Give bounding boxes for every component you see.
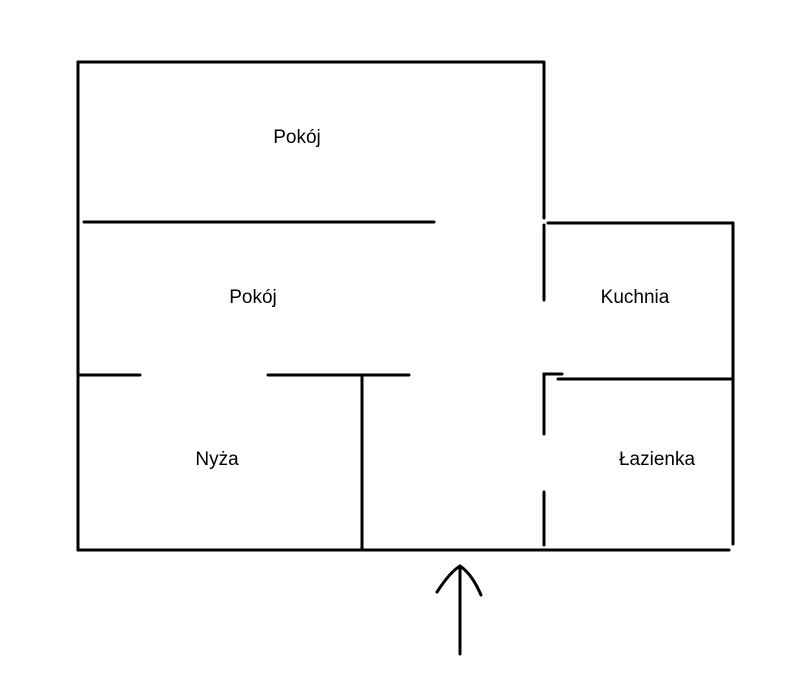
arrow-up-icon (435, 564, 483, 656)
walls (76, 60, 735, 552)
room-label-kitchen: Kuchnia (600, 287, 670, 308)
room-label-top: Pokój (273, 127, 321, 148)
room-label-alcove: Nyża (195, 449, 239, 470)
bathroom-corner-wall (542, 372, 564, 436)
room-label-bathroom: Łazienka (618, 449, 696, 470)
room-label-middle: Pokój (229, 287, 277, 308)
